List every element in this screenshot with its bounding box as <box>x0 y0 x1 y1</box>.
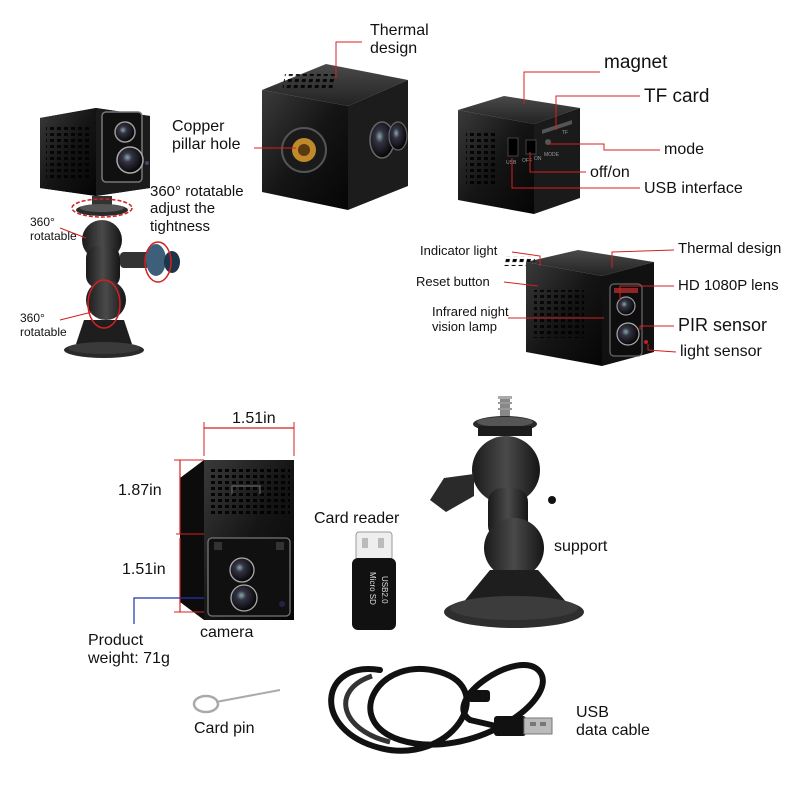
label-off-on: off/on <box>590 164 630 181</box>
card-reader-micro-sd: Micro SD <box>368 572 377 605</box>
label-mode: mode <box>664 141 705 158</box>
label-height-dimension: 1.87in <box>118 482 162 499</box>
label-pir-sensor: PIR sensor <box>678 315 768 335</box>
label-camera: camera <box>200 624 254 641</box>
card-pin-image <box>192 689 281 714</box>
camera-front-sensors-image <box>503 249 677 366</box>
camera-ports-view-image: USB OFF ON MODE TF <box>458 71 660 214</box>
card-reader-usb2: USB2.0 <box>380 576 389 604</box>
label-card-reader: Card reader <box>314 510 400 527</box>
card-reader-image: Micro SD USB2.0 <box>352 531 396 630</box>
port-label-off: OFF <box>522 158 532 164</box>
label-card-pin: Card pin <box>194 720 255 737</box>
label-rotatable-left-top: 360° rotatable <box>30 215 77 243</box>
label-usb-interface: USB interface <box>644 180 743 197</box>
label-thermal-design-right: Thermal design <box>678 240 782 257</box>
label-rotatable-adjust: 360° rotatable adjust the tightness <box>150 183 244 235</box>
label-rotatable-left-bottom: 360° rotatable <box>20 311 67 339</box>
usb-cable-image <box>328 662 553 754</box>
label-usb-data-cable: USB data cable <box>576 704 650 740</box>
label-support: support <box>554 538 608 555</box>
mounted-camera-image <box>40 108 180 358</box>
port-label-on: ON <box>534 156 542 162</box>
label-magnet: magnet <box>604 52 668 73</box>
support-mount-image <box>430 396 584 628</box>
label-tf-card: TF card <box>644 86 710 107</box>
label-indicator-light: Indicator light <box>420 243 498 258</box>
label-thermal-design-top: Thermal design <box>370 22 429 58</box>
camera-dimensions-image <box>133 422 295 624</box>
port-label-usb: USB <box>506 160 517 166</box>
label-reset-button: Reset button <box>416 274 490 289</box>
label-width-dimension: 1.51in <box>232 410 276 427</box>
label-product-weight: Product weight: 71g <box>88 632 170 668</box>
label-infrared-night-vision-lamp: Infrared night vision lamp <box>432 304 509 334</box>
port-label-tf: TF <box>562 130 568 136</box>
label-hd-lens: HD 1080P lens <box>678 277 779 294</box>
label-copper-pillar-hole: Copper pillar hole <box>172 118 241 154</box>
label-light-sensor: light sensor <box>680 343 762 360</box>
camera-back-view-image <box>254 41 408 210</box>
port-label-mode: MODE <box>544 152 560 158</box>
label-depth-dimension: 1.51in <box>122 561 166 578</box>
